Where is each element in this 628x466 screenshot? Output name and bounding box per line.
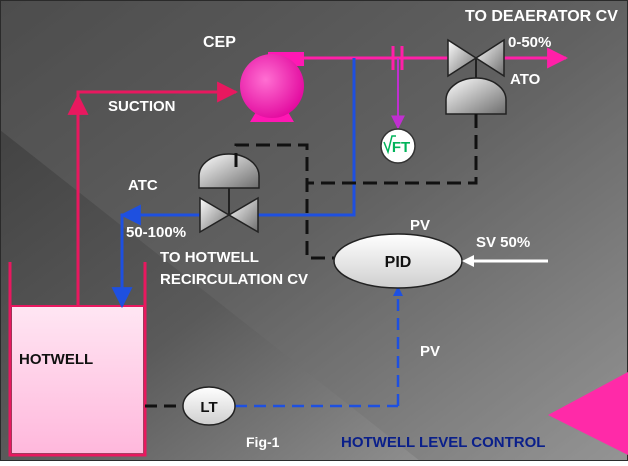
hotwell-label: HOTWELL <box>19 351 93 368</box>
orifice-plate-icon <box>391 46 404 70</box>
ato-label: ATO <box>510 71 541 88</box>
valve-body-right <box>474 38 505 78</box>
square-root-icon <box>383 135 396 155</box>
suction-line <box>76 90 236 306</box>
valve-body-right <box>227 196 259 234</box>
recirc-range-label: 50-100% <box>126 224 186 241</box>
pv-top-label: PV <box>410 217 430 234</box>
cep-label: CEP <box>203 34 236 51</box>
valve-actuator-dome <box>198 153 260 189</box>
atc-label: ATC <box>128 177 158 194</box>
setpoint-arrow-head <box>462 255 474 267</box>
diagram-title: HOTWELL LEVEL CONTROL <box>341 434 545 451</box>
recirc-control-valve <box>198 153 260 234</box>
deaerator-range-label: 0-50% <box>508 34 551 51</box>
to-hotwell-label-line1: TO HOTWELL <box>160 249 259 266</box>
level-signal-line <box>235 290 400 408</box>
cep-pump-icon <box>240 52 304 122</box>
level-transmitter: LT <box>182 386 236 426</box>
to-deaerator-label: TO DEAERATOR CV <box>465 8 618 25</box>
recirc-line <box>258 58 356 217</box>
flow-transmitter: FT <box>380 128 416 164</box>
to-hotwell-label-line2: RECIRCULATION CV <box>160 271 308 288</box>
level-signal-arrow <box>393 286 403 296</box>
valve-actuator-dome <box>445 77 507 115</box>
deaerator-control-valve <box>445 38 507 115</box>
hotwell-tank-liquid <box>12 306 143 453</box>
pid-controller: PID <box>333 233 463 289</box>
valve-body-left <box>199 196 231 234</box>
control-signal-lines <box>234 114 478 260</box>
figure-label: Fig-1 <box>246 434 280 450</box>
flow-transmitter-label: FT <box>392 139 410 156</box>
valve-body-left <box>447 38 478 78</box>
pv-bottom-label: PV <box>420 343 440 360</box>
suction-label: SUCTION <box>108 98 176 115</box>
pid-label: PID <box>385 254 412 271</box>
level-transmitter-label: LT <box>200 399 217 416</box>
corner-accent <box>548 372 628 455</box>
hotwell-tank-outline <box>8 262 147 457</box>
setpoint-label: SV 50% <box>476 234 530 251</box>
